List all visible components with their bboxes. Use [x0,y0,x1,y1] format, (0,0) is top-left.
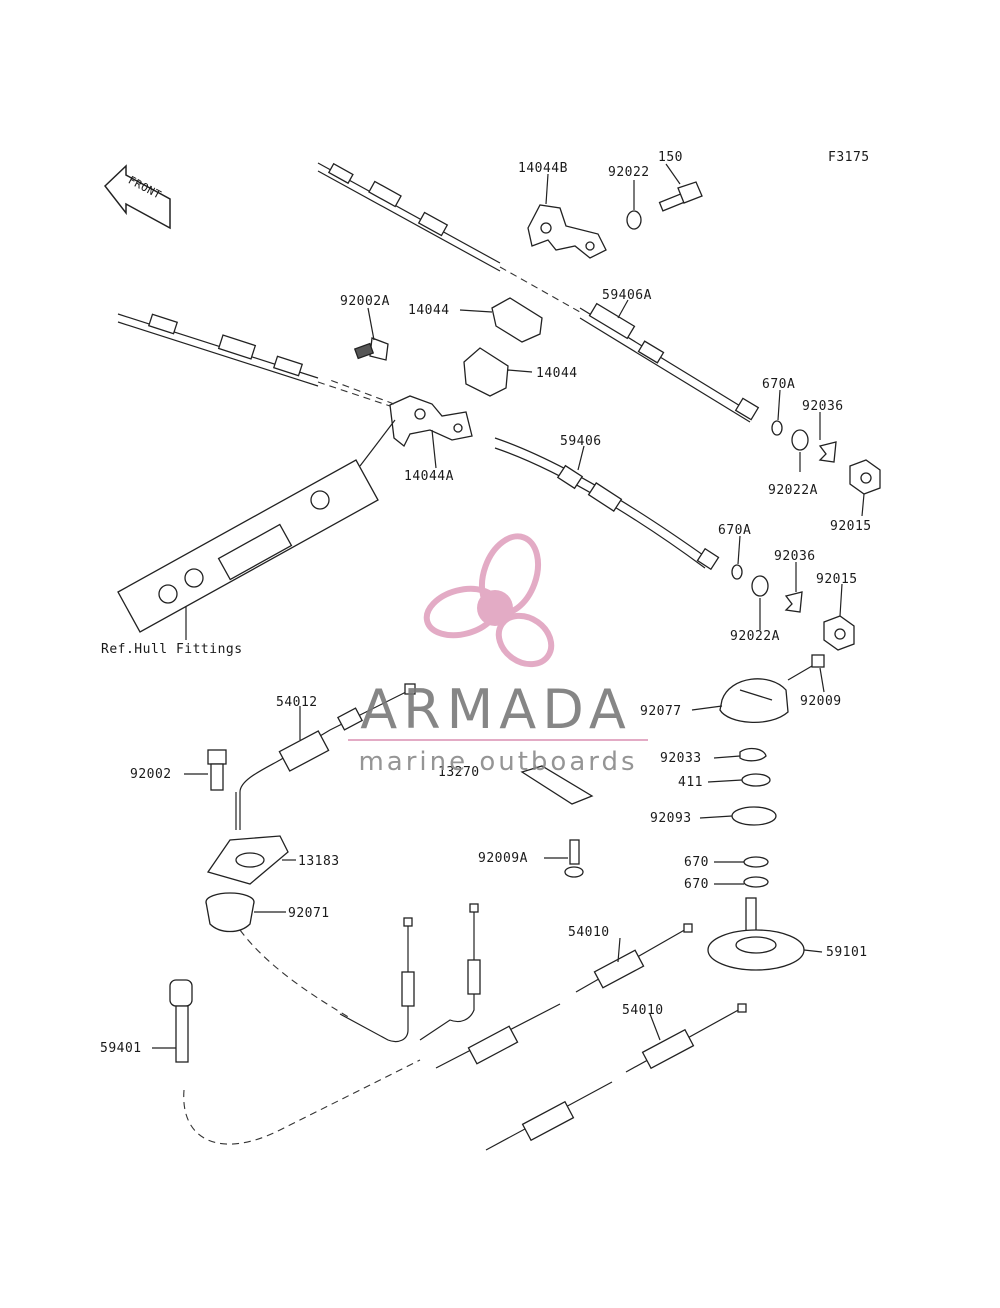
callout-92022a-low: 92022A [730,629,780,644]
knob-92077 [719,678,789,723]
brand-name: ARMADA [360,678,632,741]
nut-92015-top [849,459,881,495]
callout-14044a: 14044A [404,469,454,484]
callout-92009: 92009 [800,694,842,709]
callout-14044b: 14044B [518,161,568,176]
callout-92093: 92093 [650,811,692,826]
callout-670a-low: 670A [718,523,751,538]
callout-54012: 54012 [276,695,318,710]
callout-13270: 13270 [438,765,480,780]
washer-92022a-low [751,575,769,597]
callout-670-b: 670 [684,877,709,892]
callout-59101: 59101 [826,945,868,960]
callout-92002: 92002 [130,767,172,782]
callout-92002a: 92002A [340,294,390,309]
callout-13183: 13183 [298,854,340,869]
bolt-92002 [207,749,227,791]
o-ring-670a-top [771,420,783,436]
ref-note: Ref.Hull Fittings [101,642,243,657]
callout-92071: 92071 [288,906,330,921]
figure-code: F3175 [828,150,870,165]
plate-13270 [520,765,594,805]
callout-92077: 92077 [640,704,682,719]
boot-14044-mid [463,347,509,397]
bracket-14044a [389,395,473,448]
callout-labels: 150 92022 14044B 59406A 92002A 14044 140… [100,150,872,1056]
front-arrow-icon: FRONT [103,164,171,230]
hull-fitting-panel [117,419,396,633]
callout-14044-mid: 14044 [536,366,578,381]
fuel-line-54012 [235,683,416,830]
washer-92022 [626,210,642,230]
callout-92015-low: 92015 [816,572,858,587]
callout-14044-top: 14044 [408,303,450,318]
cable-54010-a [435,923,693,1069]
callout-150: 150 [658,150,683,165]
callout-54010-a: 54010 [568,925,610,940]
callout-92033: 92033 [660,751,702,766]
boot-14044-top [491,297,543,343]
callout-54010-b: 54010 [622,1003,664,1018]
callout-670a-top: 670A [762,377,795,392]
o-ring-670-b [743,876,769,888]
washer-92022a-top [791,429,809,451]
clip-92036-low [784,591,803,613]
o-ring-670-a [743,856,769,868]
o-ring-670a-low [731,564,743,580]
callout-92022: 92022 [608,165,650,180]
routing-line-lower [183,1059,421,1145]
callout-92022a-top: 92022A [768,483,818,498]
plate-92093 [731,806,777,826]
shift-cable-59406 [117,313,720,571]
callout-92015-top: 92015 [830,519,872,534]
cap-92071 [205,892,255,933]
callout-92036-low: 92036 [774,549,816,564]
routing-line-bracket [329,379,395,405]
routing-line-upper [239,929,351,1019]
callout-59406a: 59406A [602,288,652,303]
bolt-92002a [353,337,389,361]
clip-92036-top [818,441,837,463]
fitting-59401 [169,979,193,1063]
screw-92009 [787,654,825,681]
nut-92015-low [823,615,855,651]
e-clip-92033 [739,747,767,762]
gasket-13183 [206,835,289,885]
callout-670-a: 670 [684,855,709,870]
cable-54010-b [485,1003,747,1151]
bolt-150 [658,181,703,212]
brand-tagline: marine outboards [358,747,637,777]
propeller-icon [423,533,555,668]
callout-92009a: 92009A [478,851,528,866]
bracket-14044b [527,204,607,259]
callout-59406: 59406 [560,434,602,449]
bolt-92009a [564,839,584,878]
callout-92036-top: 92036 [802,399,844,414]
washer-411 [741,773,771,787]
armada-logo: ARMADA marine outboards [348,533,648,777]
throttle-cable-59406a [317,162,760,423]
leader-lines [152,163,865,1049]
pulley-59101 [707,897,805,971]
choke-cable-pair [339,903,481,1043]
callout-59401: 59401 [100,1041,142,1056]
callout-411: 411 [678,775,703,790]
